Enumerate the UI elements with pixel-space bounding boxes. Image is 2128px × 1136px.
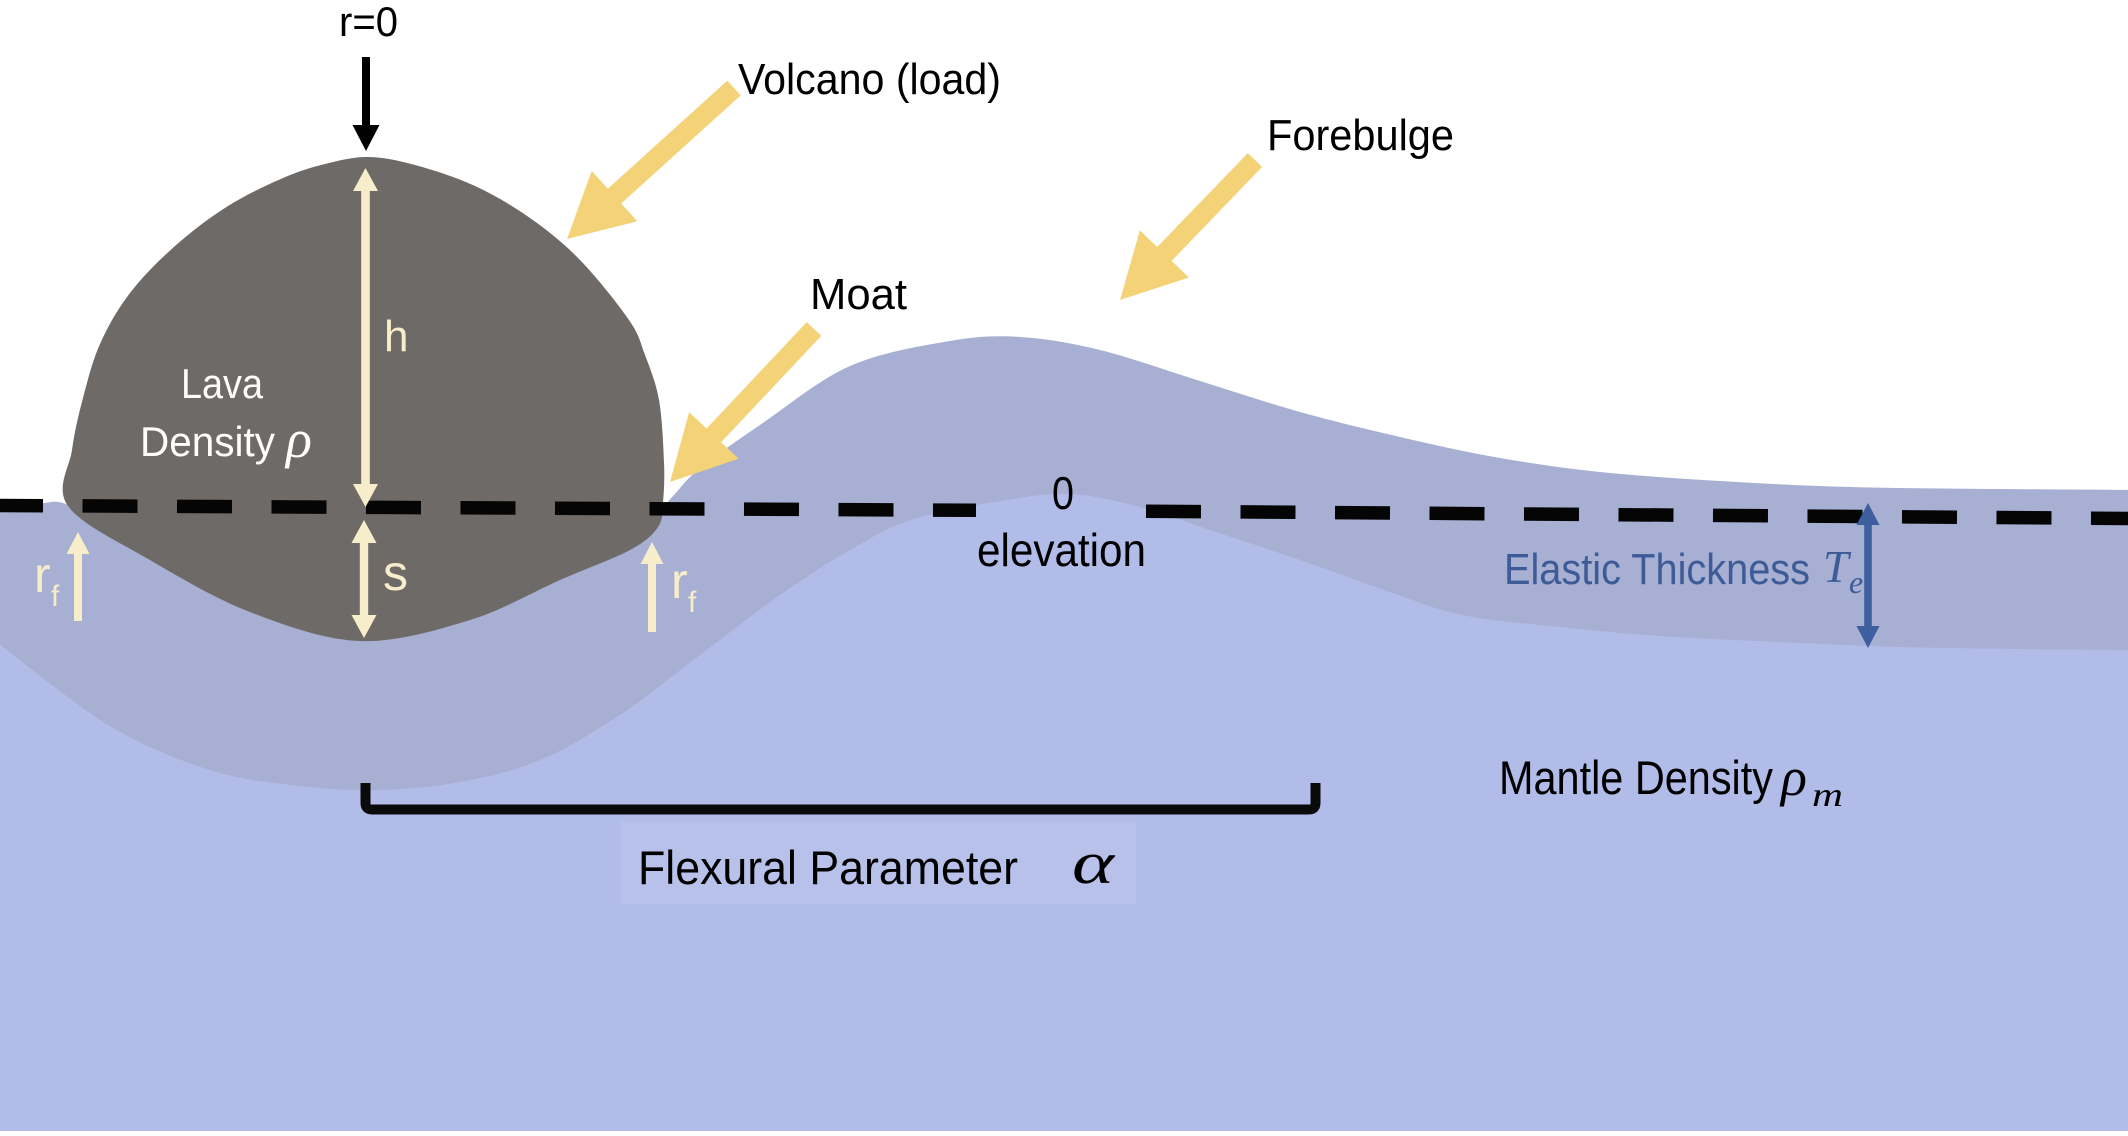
svg-text:m: m: [1812, 777, 1843, 814]
svg-text:Density: Density: [140, 418, 275, 465]
svg-text:h: h: [384, 312, 408, 361]
svg-text:s: s: [383, 545, 408, 601]
svg-text:f: f: [51, 580, 60, 613]
svg-text:ρ: ρ: [284, 409, 312, 469]
svg-text:Moat: Moat: [810, 270, 907, 319]
svg-text:Forebulge: Forebulge: [1267, 111, 1454, 160]
svg-text:e: e: [1849, 564, 1863, 600]
svg-text:Mantle Density: Mantle Density: [1499, 751, 1773, 804]
svg-text:Flexural Parameter: Flexural Parameter: [638, 841, 1018, 894]
svg-text:r: r: [671, 553, 688, 609]
svg-text:Elastic Thickness: Elastic Thickness: [1504, 545, 1810, 594]
svg-text:0: 0: [1052, 467, 1074, 519]
svg-text:Lava: Lava: [181, 360, 264, 407]
svg-text:r: r: [34, 547, 51, 603]
svg-text:T: T: [1823, 541, 1852, 592]
svg-text:Volcano (load): Volcano (load): [738, 55, 1001, 104]
svg-text:elevation: elevation: [977, 524, 1146, 576]
svg-text:r=0: r=0: [339, 0, 398, 45]
svg-text:α: α: [1072, 830, 1116, 896]
svg-text:f: f: [688, 586, 697, 619]
svg-text:ρ: ρ: [1779, 747, 1807, 807]
